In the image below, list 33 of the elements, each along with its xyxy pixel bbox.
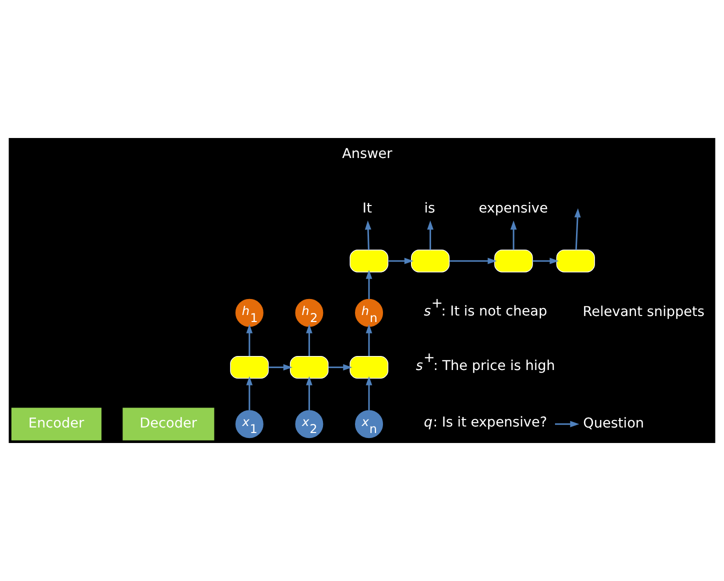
- arrow: [366, 270, 372, 300]
- arrow: [555, 420, 580, 428]
- arrow: [427, 220, 434, 250]
- arrow: [510, 220, 517, 250]
- node-box: [350, 356, 388, 379]
- node-text: Question: [583, 415, 644, 432]
- arrow: [366, 324, 372, 356]
- arrow: [246, 376, 253, 410]
- arrow: [306, 324, 312, 356]
- node-box: [230, 356, 269, 379]
- arrow: [388, 258, 414, 264]
- node-text: expensive: [478, 200, 548, 216]
- arrow: [574, 208, 581, 250]
- node-box: [494, 250, 533, 272]
- label: Relevant snippets: [582, 304, 704, 320]
- arrow: [364, 220, 372, 250]
- label: Answer: [342, 146, 392, 162]
- node-box: Encoder: [11, 408, 102, 440]
- node-box: Decoder: [122, 408, 214, 440]
- node-text: It: [362, 200, 372, 216]
- node-box: [411, 250, 450, 272]
- node-text: q: Is it expensive?: [424, 414, 548, 431]
- node-text: is: [424, 200, 436, 216]
- node-box: [556, 250, 595, 272]
- arrow: [366, 376, 372, 410]
- arrow: [246, 324, 253, 356]
- arrow: [450, 258, 497, 264]
- arrow: [306, 376, 312, 410]
- node-box: [350, 250, 388, 272]
- arrow: [268, 364, 292, 370]
- arrow: [532, 258, 559, 264]
- node-box: [290, 356, 328, 379]
- arrow: [328, 364, 352, 370]
